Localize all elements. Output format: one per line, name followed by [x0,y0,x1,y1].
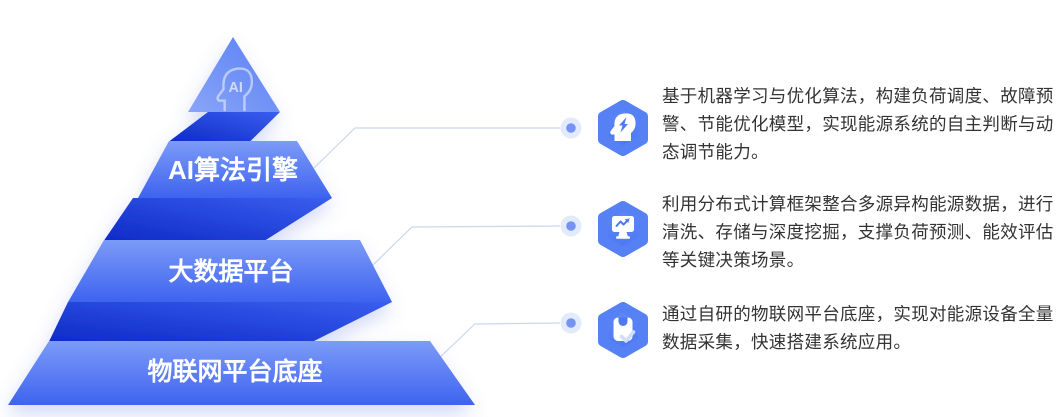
tier-1-label: AI算法引擎 [168,155,298,185]
row-3-description: 通过自研的物联网平台底座，实现对能源设备全量数据采集，快速搭建系统应用。 [662,304,1054,352]
pyramid-apex-triangle [188,37,280,112]
trend-line-glyph [615,219,629,227]
connector-dot-inner [566,318,576,328]
pyramid-tier-1-band [138,141,332,198]
pyramid-fold-2 [104,198,332,241]
ai-head-icon-label: AI [228,80,242,96]
row-1-description: 基于机器学习与优化算法，构建负荷调度、故障预警、节能优化模型，实现能源系统的自主… [662,86,1054,162]
pyramid-fold-1 [169,112,280,142]
tier-2-label: 大数据平台 [168,257,293,286]
lightning-glyph [619,117,628,133]
connector-line-3 [436,312,582,361]
pyramid [8,37,475,405]
connector-dot-inner [566,123,576,133]
clipboard-check-icon [598,302,648,358]
pyramid-fold-3 [49,302,392,342]
connector-line-2 [372,215,582,266]
pyramid-tier-2-band [68,240,392,302]
head-lightning-icon [598,100,648,156]
tier-3-label: 物联网平台底座 [147,357,322,386]
pyramid-tier-3-band [8,341,475,405]
connector-dot-inner [566,221,576,231]
check-glyph [619,330,636,343]
monitor-trend-icon [598,201,648,257]
connector-line-1 [313,117,582,169]
ai-head-outline-icon: AI [216,67,254,112]
row-2-description: 利用分布式计算框架整合多源异构能源数据，进行清洗、存储与深度挖掘，支撑负荷预测、… [662,194,1054,270]
